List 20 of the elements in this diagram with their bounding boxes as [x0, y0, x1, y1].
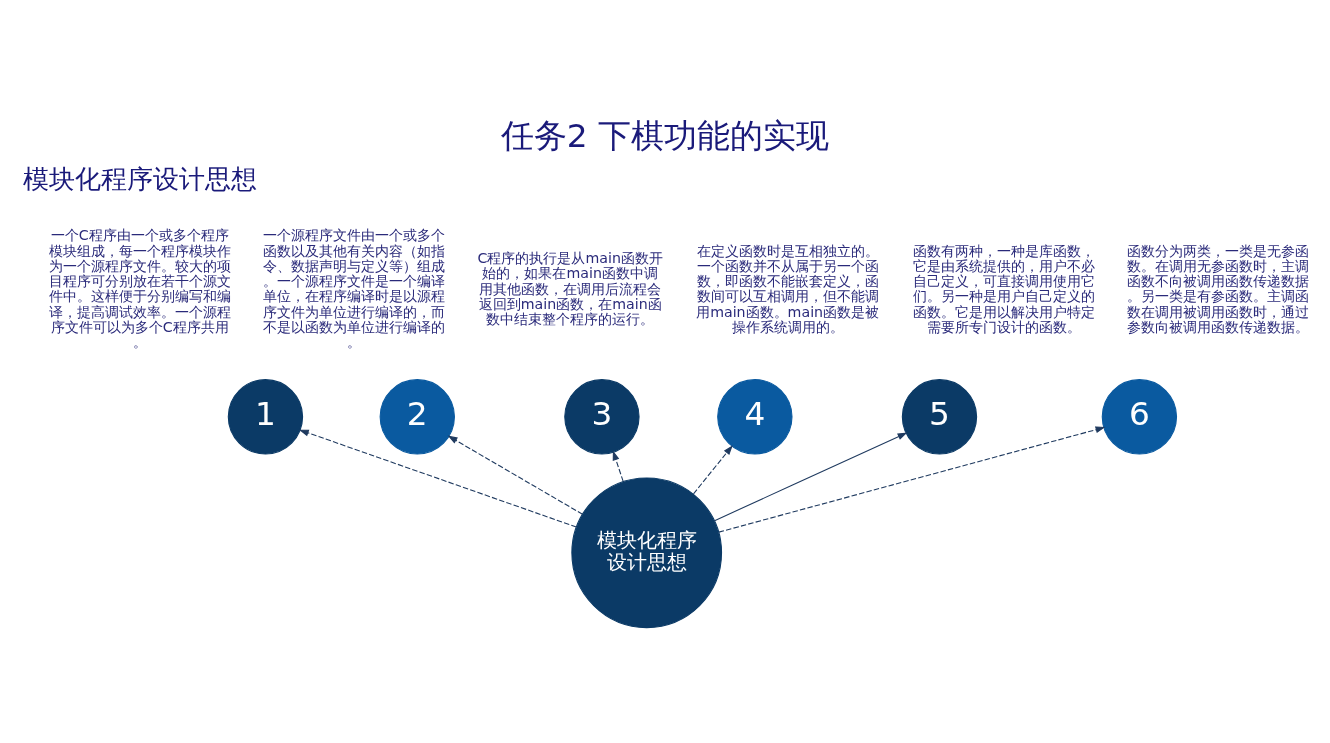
node-circle: 3: [564, 378, 640, 454]
node-label: 在定义函数时是互相独立的。一个函数并不从属于另一个函数，即函数不能嵌套定义，函数间可以互相调用，但不能调用main函数。main函数是被操作系统调用的。: [696, 242, 880, 335]
arrow: [612, 450, 624, 482]
arrow: [298, 429, 577, 528]
node-circle: 模块化程序设计思想: [571, 476, 723, 628]
node-label: 一个源程序文件由一个或多个函数以及其他有关内容（如指令、数据声明与定义等）组成。一个源程序文件是一个编译单位，在程序编译时是以源程序文件为单位进行编译的，而不是以函数为单位进行编译的。: [262, 226, 445, 350]
arrow: [718, 425, 1106, 533]
node-label: 函数分为两类，一类是无参函数。在调用无参函数时，主调函数不向被调用函数传递数据。另一类是有参函数。主调函数在调用被调用函数时，通过参数向被调用函数传递数据。: [1127, 242, 1310, 335]
arrow: [447, 435, 584, 515]
node-circle: 6: [1101, 378, 1178, 454]
label: 模块化程序设计思想: [22, 163, 257, 194]
node-circle: 2: [379, 378, 455, 454]
node-circle: 1: [227, 378, 304, 454]
diagram-title: 任务2 下棋功能的实现: [500, 116, 830, 155]
node-label: C程序的执行是从main函数开始的，如果在main函数中调用其他函数，在调用后流程会返回到main函数，在main函数中结束整个程序的运行。: [477, 249, 663, 327]
arrow: [692, 444, 733, 494]
node-label: 函数有两种，一种是库函数，它是由系统提供的，用户不必自己定义，可直接调用使用它们。另一种是用户自己定义的函数。它是用以解决用户特定需要所专门设计的函数。: [912, 242, 1095, 335]
arrow: [714, 432, 908, 521]
node-circle: 5: [901, 378, 978, 454]
node-label: 一个C程序由一个或多个程序模块组成，每一个程序模块作为一个源程序文件。较大的项目程序可分别放在若干个源文件中。这样便于分别编写和编译，提高调试效率。一个源程序文件可以为多个C程序共用。: [48, 226, 231, 350]
